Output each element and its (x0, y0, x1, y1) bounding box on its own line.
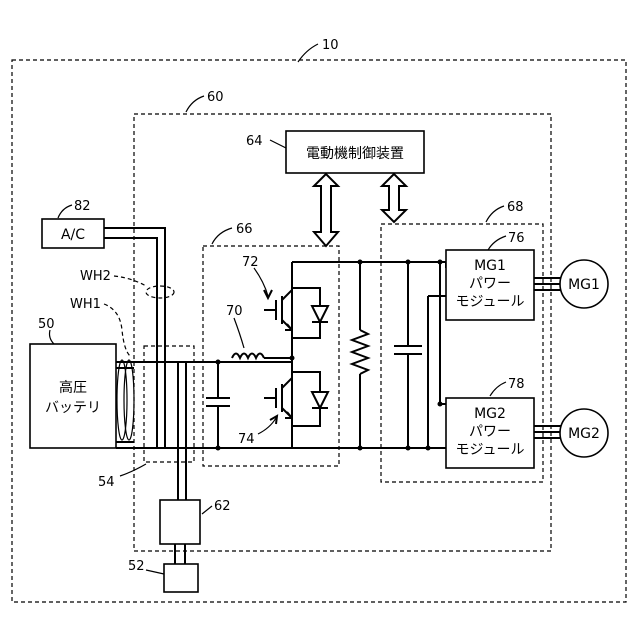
signal-arrow-to-inverter (382, 174, 406, 222)
node (358, 260, 363, 265)
leader-68 (486, 206, 504, 222)
wh2-label: WH2 (80, 269, 111, 284)
ref-62: 62 (214, 499, 231, 514)
ref-68: 68 (507, 200, 524, 215)
node (406, 446, 411, 451)
igbt-74 (264, 358, 292, 448)
leader-74 (258, 418, 276, 434)
ref-82: 82 (74, 199, 91, 214)
node (216, 446, 221, 451)
mg2-phase-lines (534, 426, 562, 438)
mg1-phase-lines (534, 278, 562, 290)
leader-74-arrow (270, 416, 277, 424)
ref-78: 78 (508, 377, 525, 392)
box-62 (160, 500, 200, 544)
ref-70: 70 (226, 304, 243, 319)
resistor (352, 330, 368, 374)
diode-upper (292, 288, 328, 338)
leader-54 (120, 464, 146, 476)
reactor-70 (232, 354, 264, 359)
mg1-motor-label: MG1 (568, 277, 600, 293)
leader-70 (234, 318, 244, 348)
mg2-module-label-3: モジュール (455, 442, 524, 458)
mg2-module-label-1: MG2 (474, 406, 506, 422)
mg2-motor-label: MG2 (568, 426, 600, 442)
ref-76: 76 (508, 231, 525, 246)
node (438, 260, 443, 265)
signal-arrow-to-converter (314, 174, 338, 246)
mg1-module-label-3: モジュール (455, 294, 524, 310)
leader-52 (146, 570, 164, 574)
battery-label-line1: 高圧 (59, 379, 87, 396)
leader-62 (202, 506, 212, 514)
leader-66 (212, 228, 232, 244)
igbt-72 (264, 262, 292, 358)
node (216, 360, 221, 365)
node (438, 402, 443, 407)
leader-76 (488, 236, 506, 250)
battery-label-line2: バッテリ (45, 400, 101, 416)
mg1-module-label-1: MG1 (474, 258, 506, 274)
leader-50 (50, 330, 55, 344)
wh1-bundle-2 (124, 360, 134, 440)
battery-box (30, 344, 116, 448)
leader-64 (270, 140, 286, 148)
diode-lower (292, 372, 328, 426)
converter-boundary-66 (203, 246, 339, 466)
leader-60 (186, 96, 204, 112)
ref-72: 72 (242, 255, 259, 270)
leader-78 (490, 382, 506, 396)
ref-74: 74 (238, 432, 255, 447)
ref-50: 50 (38, 317, 55, 332)
node (358, 446, 363, 451)
leader-82 (58, 205, 72, 218)
ac-label: A/C (61, 227, 85, 243)
leader-10 (298, 44, 318, 62)
ref-64: 64 (246, 134, 263, 149)
ref-60: 60 (207, 90, 224, 105)
node (426, 446, 431, 451)
motor-controller-label: 電動機制御装置 (306, 146, 404, 162)
pcu-boundary-60 (134, 114, 551, 551)
ref-54: 54 (98, 475, 115, 490)
ref-66: 66 (236, 222, 253, 237)
box-52 (164, 564, 198, 592)
mg1-module-label-2: パワー (469, 276, 511, 292)
wh2-leader (114, 276, 146, 286)
wh2-bundle (146, 286, 174, 298)
wh1-label: WH1 (70, 297, 101, 312)
mg2-module-label-2: パワー (469, 424, 511, 440)
node (406, 260, 411, 265)
ref-52: 52 (128, 559, 145, 574)
ref-10: 10 (322, 38, 339, 53)
